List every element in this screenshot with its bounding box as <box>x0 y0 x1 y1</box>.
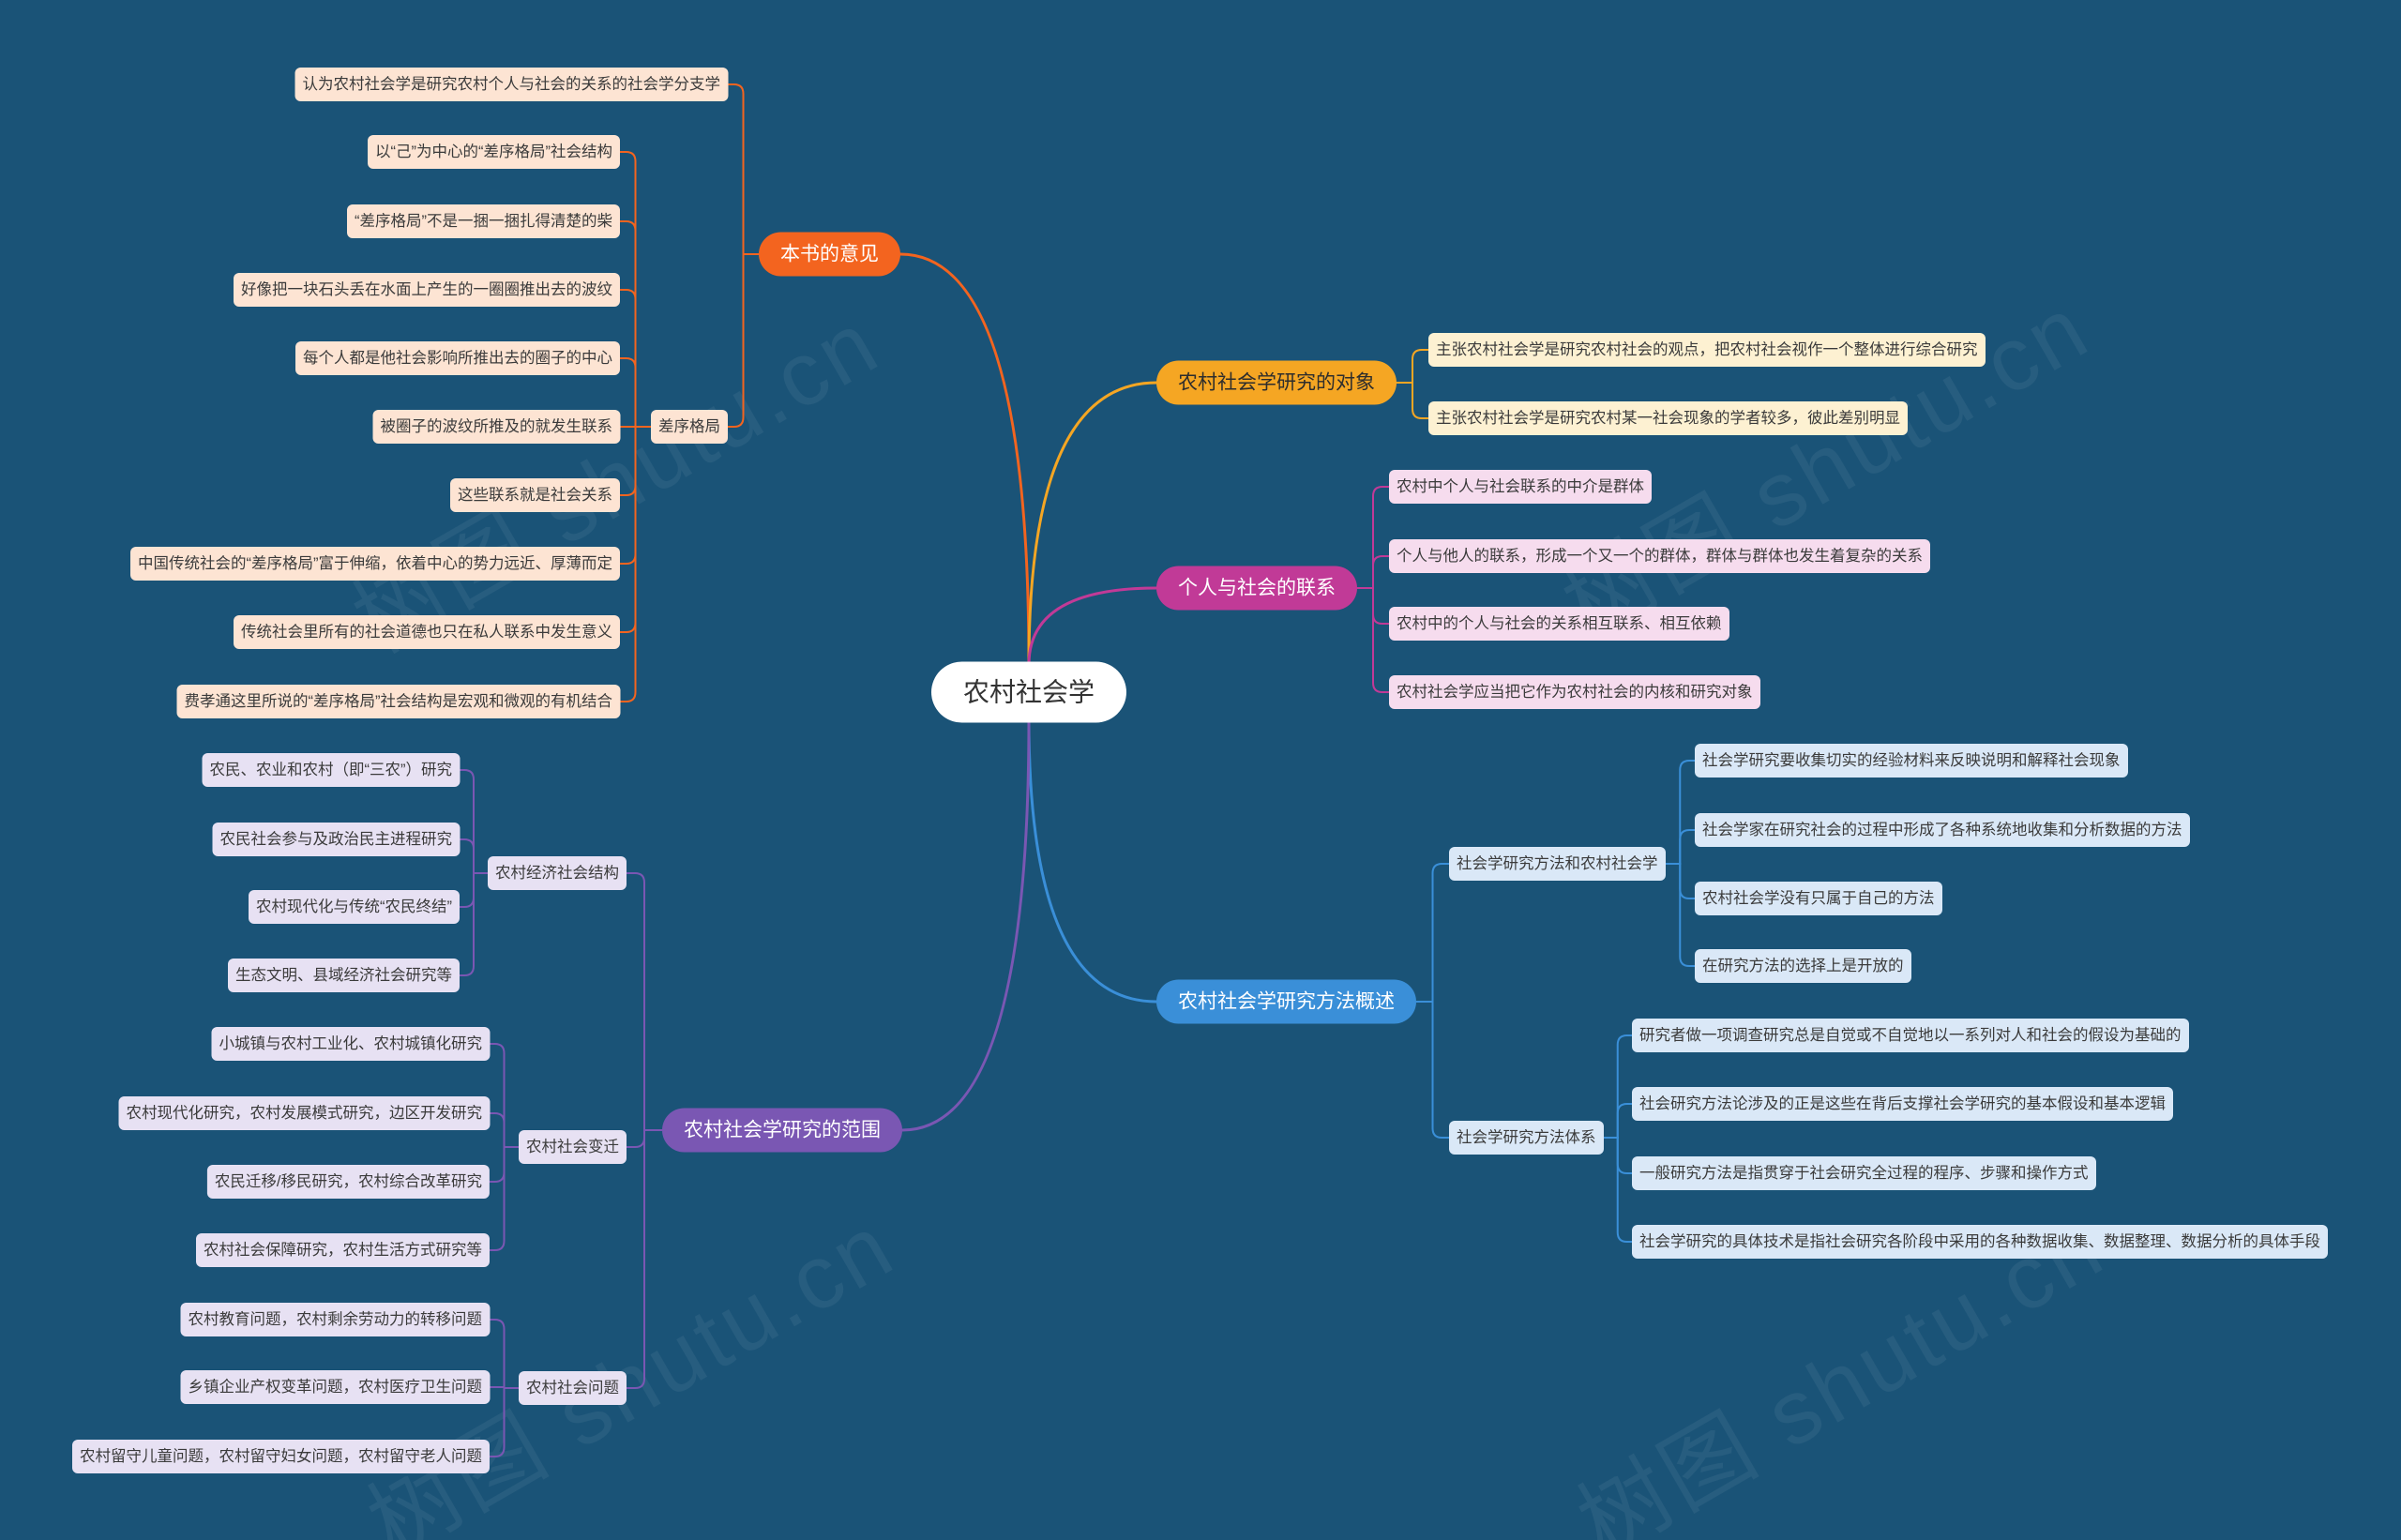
leaf-topic: 农村留守儿童问题，农村留守妇女问题，农村留守老人问题 <box>72 1440 490 1473</box>
connector-line <box>1356 486 1390 589</box>
connector-line <box>1396 382 1429 419</box>
leaf-topic: 农村现代化与传统“农民终结” <box>249 890 460 924</box>
connector-line <box>1356 555 1390 589</box>
subtopic: 农村社会变迁 <box>519 1130 627 1164</box>
connector-line <box>489 1112 520 1148</box>
central-topic: 农村社会学 <box>930 661 1127 723</box>
connector-line <box>1027 381 1158 666</box>
leaf-topic: 一般研究方法是指贯穿于社会研究全过程的程序、步骤和操作方式 <box>1632 1156 2096 1190</box>
connector-line <box>1027 586 1158 666</box>
leaf-topic: 费孝通这里所说的“差序格局”社会结构是宏观和微观的有机结合 <box>176 685 620 718</box>
connector-line <box>459 769 489 874</box>
connector-line <box>1415 1001 1450 1139</box>
connector-line <box>1415 863 1450 1003</box>
main-topic: 个人与社会的联系 <box>1156 566 1357 611</box>
leaf-topic: 认为农村社会学是研究农村个人与社会的关系的社会学分支学 <box>294 68 728 101</box>
leaf-topic: 农民社会参与及政治民主进程研究 <box>212 823 460 856</box>
leaf-topic: 中国传统社会的“差序格局”富于伸缩，依着中心的势力远近、厚薄而定 <box>130 547 620 581</box>
leaf-topic: 传统社会里所有的社会道德也只在私人联系中发生意义 <box>234 615 620 649</box>
subtopic: 差序格局 <box>651 410 728 444</box>
leaf-topic: 社会研究方法论涉及的正是这些在背后支撑社会学研究的基本假设和基本逻辑 <box>1632 1087 2173 1121</box>
leaf-topic: 乡镇企业产权变革问题，农村医疗卫生问题 <box>180 1370 490 1404</box>
connector-line <box>619 357 652 428</box>
leaf-topic: 主张农村社会学是研究农村社会的观点，把农村社会视作一个整体进行综合研究 <box>1428 333 1986 367</box>
connector-line <box>1664 863 1696 967</box>
connector-line <box>459 838 489 874</box>
leaf-topic: 以“己”为中心的“差序格局”社会结构 <box>368 135 620 169</box>
leaf-topic: 农村社会保障研究，农村生活方式研究等 <box>196 1233 490 1267</box>
main-topic: 农村社会学研究方法概述 <box>1156 979 1416 1024</box>
connector-line <box>459 872 489 976</box>
connector-line <box>1664 760 1696 865</box>
connector-line <box>489 1387 520 1457</box>
leaf-topic: 好像把一块石头丢在水面上产生的一圈圈推出去的波纹 <box>234 273 620 307</box>
connector-line <box>626 872 663 1131</box>
leaf-topic: 小城镇与农村工业化、农村城镇化研究 <box>211 1027 490 1061</box>
connector-line <box>1027 718 1158 1004</box>
connector-line <box>619 289 652 428</box>
connector-line <box>727 253 760 428</box>
connector-line <box>619 151 652 428</box>
leaf-topic: 被圈子的波纹所推及的就发生联系 <box>372 410 620 444</box>
connector-line <box>489 1319 520 1389</box>
main-topic: 本书的意见 <box>759 232 900 277</box>
main-topic: 农村社会学研究的范围 <box>662 1108 902 1153</box>
leaf-topic: 农村中个人与社会联系的中介是群体 <box>1389 470 1652 504</box>
main-topic: 农村社会学研究的对象 <box>1156 360 1397 405</box>
leaf-topic: 社会学家在研究社会的过程中形成了各种系统地收集和分析数据的方法 <box>1695 813 2190 847</box>
leaf-topic: 主张农村社会学是研究农村某一社会现象的学者较多，彼此差别明显 <box>1428 401 1908 435</box>
connector-line <box>1664 829 1696 865</box>
leaf-topic: 研究者做一项调查研究总是自觉或不自觉地以一系列对人和社会的假设为基础的 <box>1632 1019 2189 1052</box>
leaf-topic: 社会学研究的具体技术是指社会研究各阶段中采用的各种数据收集、数据整理、数据分析的… <box>1632 1225 2328 1259</box>
leaf-topic: 这些联系就是社会关系 <box>450 478 620 512</box>
connector-line <box>489 1146 520 1251</box>
leaf-topic: 农村现代化研究，农村发展模式研究，边区开发研究 <box>118 1096 490 1130</box>
subtopic: 农村经济社会结构 <box>488 856 627 890</box>
leaf-topic: 每个人都是他社会影响所推出去的圈子的中心 <box>295 341 620 375</box>
subtopic: 社会学研究方法体系 <box>1449 1121 1604 1155</box>
leaf-topic: 农村社会学应当把它作为农村社会的内核和研究对象 <box>1389 675 1760 709</box>
connector-line <box>1602 1034 1633 1139</box>
leaf-topic: 农民、农业和农村（即“三农”）研究 <box>202 753 460 787</box>
connector-line <box>727 83 760 255</box>
leaf-topic: 农村教育问题，农村剩余劳动力的转移问题 <box>180 1303 490 1336</box>
connector-line <box>1356 587 1390 693</box>
leaf-topic: “差序格局”不是一捆一捆扎得清楚的柴 <box>347 204 620 238</box>
leaf-topic: 社会学研究要收集切实的经验材料来反映说明和解释社会现象 <box>1695 744 2128 778</box>
leaf-topic: 农村中的个人与社会的关系相互联系、相互依赖 <box>1389 607 1729 641</box>
connector-line <box>626 1129 663 1389</box>
leaf-topic: 农民迁移/移民研究，农村综合改革研究 <box>206 1165 490 1199</box>
connector-line <box>619 426 652 702</box>
subtopic: 社会学研究方法和农村社会学 <box>1449 847 1666 881</box>
leaf-topic: 生态文明、县域经济社会研究等 <box>228 959 460 992</box>
subtopic: 农村社会问题 <box>519 1371 627 1405</box>
connector-line <box>1396 349 1429 384</box>
connector-line <box>898 252 1031 666</box>
connector-line <box>900 718 1031 1132</box>
leaf-topic: 个人与他人的联系，形成一个又一个的群体，群体与群体也发生着复杂的关系 <box>1389 539 1930 573</box>
connector-line <box>619 220 652 428</box>
connector-line <box>489 1043 520 1148</box>
leaf-topic: 农村社会学没有只属于自己的方法 <box>1695 882 1942 915</box>
connector-line <box>1602 1103 1633 1139</box>
connector-line <box>1602 1137 1633 1243</box>
leaf-topic: 在研究方法的选择上是开放的 <box>1695 949 1911 983</box>
